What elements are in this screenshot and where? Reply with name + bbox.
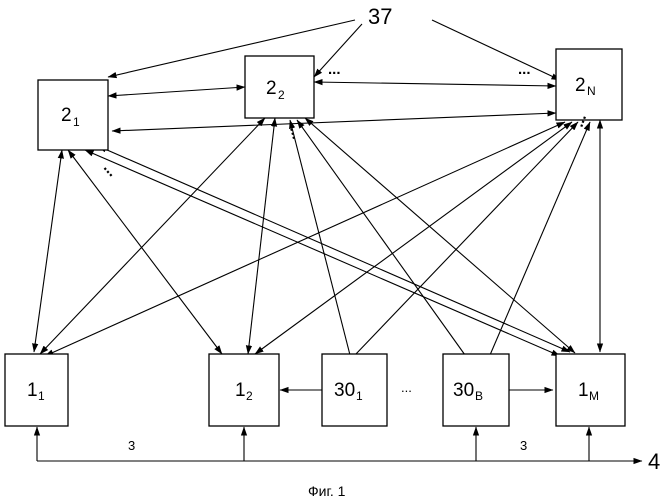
- block-30-1: 30 1: [322, 354, 387, 426]
- block-2-N: 2 N: [556, 49, 622, 120]
- ellipsis-under-2-2: ...: [286, 125, 306, 141]
- block-30-B: 30 B: [443, 354, 509, 426]
- block-2-1-main: 2: [61, 105, 72, 126]
- link-2-1-2-2: [108, 87, 245, 96]
- ellipsis-bottom: ...: [401, 380, 412, 395]
- link-2-1-2-N: [112, 113, 556, 131]
- block-2-2-main: 2: [266, 78, 277, 99]
- block-1-2-sub: 2: [246, 389, 253, 403]
- link-2-2-1-1: [40, 118, 265, 354]
- block-1-1-main: 1: [27, 380, 38, 401]
- ellipsis-near-2-2: ...: [328, 61, 341, 78]
- block-2-1-sub: 1: [73, 115, 80, 129]
- block-2-N-sub: N: [587, 84, 596, 98]
- link-2-1-1-M-a: [85, 150, 560, 356]
- block-2-2: 2 2: [245, 56, 314, 118]
- block-30-B-main: 30: [453, 380, 474, 401]
- block-1-M-sub: M: [589, 389, 599, 403]
- bus-label-right: 3: [520, 438, 527, 453]
- bus-label-left: 3: [128, 438, 135, 453]
- reference-37-label: 37: [368, 4, 392, 29]
- link-30-B-to-2-N: [490, 122, 590, 355]
- block-30-1-main: 30: [334, 380, 355, 401]
- link-2-2-1-M: [305, 118, 575, 353]
- ellipsis-under-2-1: ...: [100, 159, 121, 180]
- link-30-B-to-2-2: [297, 120, 465, 355]
- link-2-2-2-N: [314, 82, 556, 86]
- figure-caption: Фиг. 1: [308, 483, 346, 499]
- link-30-1-to-2-2: [290, 120, 350, 355]
- ref37-to-2-1-arrow: [108, 20, 355, 77]
- block-1-M: 1 M: [556, 354, 625, 426]
- ellipsis-near-2-N: ...: [518, 61, 531, 78]
- block-1-1-sub: 1: [38, 389, 45, 403]
- link-2-1-1-M-b: [98, 146, 570, 352]
- link-2-1-1-1: [34, 150, 62, 352]
- block-2-1: 2 1: [38, 80, 108, 150]
- link-30-1-to-2-N: [355, 122, 578, 355]
- link-2-1-1-2: [68, 150, 222, 354]
- block-1-2: 1 2: [209, 354, 279, 426]
- block-2-N-main: 2: [575, 75, 586, 96]
- block-30-1-sub: 1: [356, 389, 363, 403]
- bus-output-label: 4: [648, 449, 660, 474]
- block-30-B-sub: B: [475, 389, 483, 403]
- block-2-2-sub: 2: [278, 88, 285, 102]
- link-2-N-1-2: [255, 122, 572, 354]
- link-2-2-1-2: [248, 118, 275, 354]
- block-1-M-main: 1: [578, 380, 589, 401]
- block-1-1: 1 1: [5, 354, 68, 426]
- block-1-2-main: 1: [235, 380, 246, 401]
- ref37-to-2-N-arrow: [432, 20, 560, 80]
